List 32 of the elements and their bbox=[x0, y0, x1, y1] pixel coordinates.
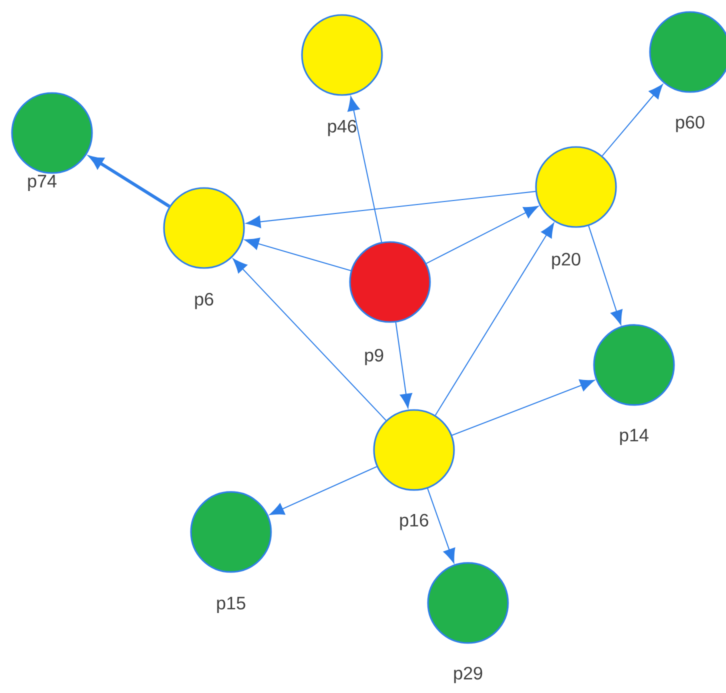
arrow bbox=[244, 238, 351, 272]
graph-node bbox=[190, 491, 272, 573]
arrow bbox=[232, 258, 386, 421]
arrow bbox=[270, 466, 377, 516]
node-label: p14 bbox=[620, 428, 648, 446]
node-label: p74 bbox=[28, 174, 56, 192]
graph-node bbox=[535, 146, 617, 228]
arrow bbox=[452, 379, 595, 436]
arrow bbox=[348, 96, 382, 242]
node-label: p16 bbox=[400, 514, 428, 530]
graph-node bbox=[349, 241, 431, 323]
graph-node bbox=[593, 324, 675, 406]
graph-node bbox=[649, 11, 726, 93]
graph-node bbox=[373, 409, 455, 491]
arrow bbox=[602, 84, 663, 156]
node-label: p15 bbox=[217, 596, 246, 614]
graph-node bbox=[301, 14, 383, 96]
node-label: p6 bbox=[195, 292, 214, 310]
node-label: p20 bbox=[552, 252, 580, 270]
graph-node bbox=[163, 187, 245, 269]
arrow bbox=[395, 322, 412, 408]
node-label: p29 bbox=[454, 666, 482, 684]
node-label: p9 bbox=[365, 348, 384, 366]
node-label: p60 bbox=[676, 116, 704, 132]
graph-node bbox=[11, 92, 93, 174]
arrow bbox=[426, 206, 538, 264]
node-label: p46 bbox=[328, 120, 356, 136]
arrow bbox=[588, 226, 622, 325]
arrow bbox=[246, 190, 536, 228]
arrow bbox=[427, 488, 456, 564]
graph-node bbox=[427, 562, 509, 644]
arrow bbox=[434, 222, 554, 416]
